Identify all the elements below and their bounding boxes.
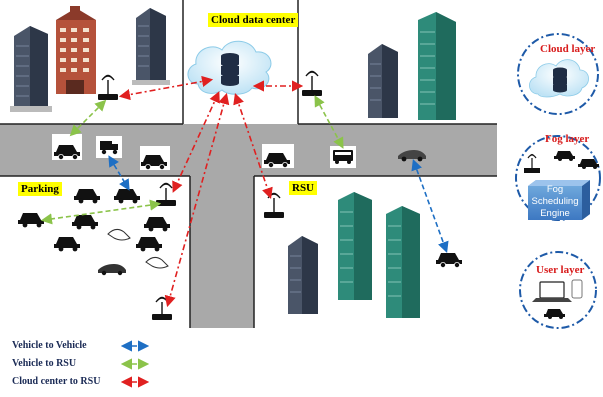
car-icon [114, 189, 140, 204]
cloud-data-center-icon [187, 40, 272, 95]
rsu-antenna-2 [302, 70, 322, 96]
parking-label: Parking [18, 182, 62, 196]
car-icon [436, 253, 462, 268]
rsu-antenna-3 [156, 182, 176, 206]
car-icon [74, 189, 100, 204]
rsu-antenna-4 [264, 192, 284, 218]
legend-arrows [120, 340, 150, 388]
building-glass-3 [386, 206, 420, 318]
cloud-to-rsu-links [118, 75, 304, 308]
building-dark-3 [368, 44, 398, 118]
user-layer-title: User layer [536, 264, 585, 276]
rsu-antenna-1 [98, 74, 118, 100]
car-icon [52, 134, 82, 160]
legend-cloud-rsu-label: Cloud center to RSU [12, 376, 101, 387]
building-dark-4 [288, 236, 318, 314]
building-brick [56, 6, 96, 94]
legend-v2rsu-label: Vehicle to RSU [12, 358, 77, 369]
fog-scheduling-engine-label: Fog Scheduling Engine [531, 184, 579, 218]
rsu-antenna-5 [152, 296, 172, 320]
cloud-layer-title: Cloud layer [540, 43, 596, 55]
car-icon [262, 144, 294, 168]
rsu-label: RSU [289, 181, 318, 195]
building-dark-2 [132, 8, 170, 85]
building-glass-1 [418, 12, 456, 120]
fog-layer-title: Fog layer [545, 133, 590, 145]
user-layer-panel [519, 251, 597, 329]
car-outline-icon [107, 228, 131, 241]
truck-icon [96, 136, 122, 158]
building-glass-2 [338, 192, 372, 300]
car-icon [18, 213, 44, 228]
legend-v2v-label: Vehicle to Vehicle [12, 340, 87, 351]
cloud-data-center-label: Cloud data center [208, 13, 299, 27]
car-icon [54, 237, 80, 252]
bus-icon [330, 146, 356, 168]
cloud-layer-panel [517, 33, 599, 115]
vertical-road [190, 176, 254, 328]
car-outline-icon [145, 256, 169, 269]
vehicle-to-rsu-links [40, 95, 344, 225]
car-icon [98, 264, 126, 276]
car-icon [136, 237, 162, 252]
car-icon [140, 146, 170, 170]
car-icon [144, 217, 170, 232]
fog-layer-panel [515, 135, 601, 221]
building-dark-1 [10, 26, 52, 112]
vehicle-to-vehicle-links [108, 155, 449, 254]
car-icon [72, 215, 98, 230]
